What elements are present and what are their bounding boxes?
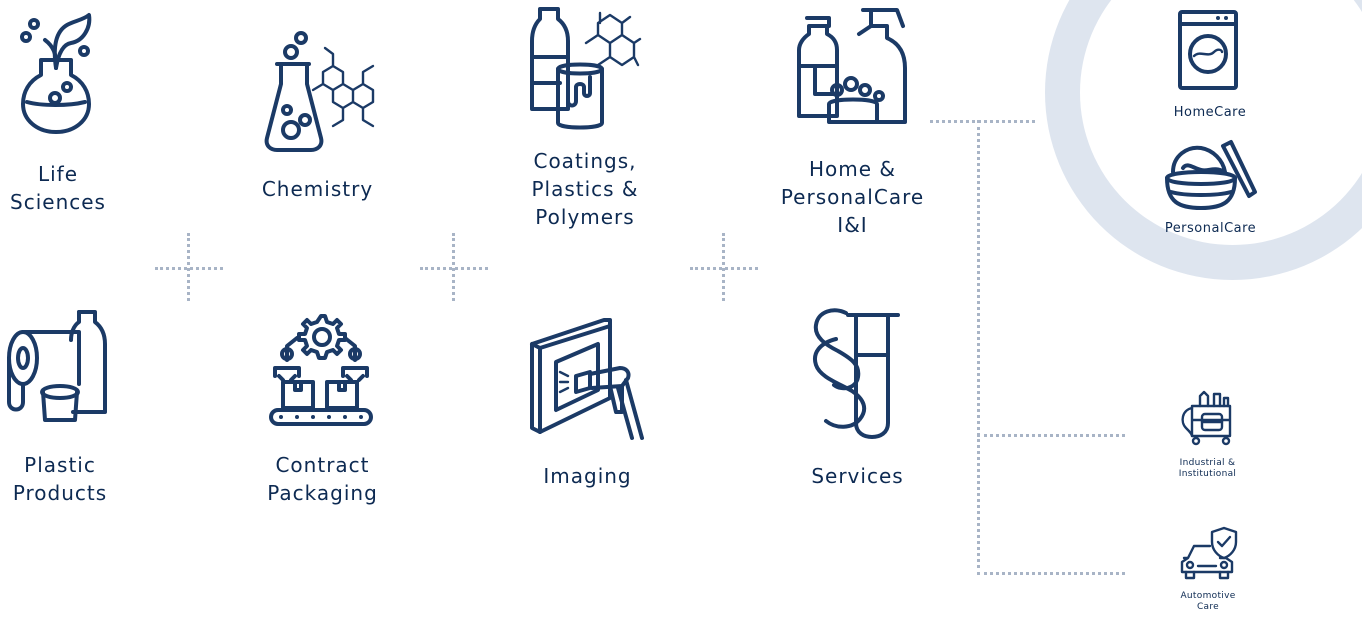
- plastic-rolls-icon: [5, 310, 110, 425]
- flask-leaf-icon: [17, 10, 95, 135]
- car-shield-icon: [1180, 526, 1238, 580]
- spray-gun-frame-icon: [530, 318, 645, 440]
- bottle-paint-can-icon: [528, 5, 642, 130]
- conveyor-robot-icon: [267, 310, 375, 428]
- cleaning-cart-icon: [1178, 388, 1234, 446]
- subsegment-label: PersonalCare: [1164, 221, 1257, 236]
- beaker-molecule-icon: [264, 31, 377, 152]
- subsegment-label: HomeCare: [1173, 105, 1247, 120]
- segment-label: Coatings,Plastics &Polymers: [531, 149, 639, 229]
- segment-label: Services: [811, 464, 904, 488]
- segment-label: Chemistry: [261, 177, 374, 201]
- cream-jar-icon: [1165, 140, 1257, 210]
- paragraph-test-tube-icon: [808, 305, 903, 440]
- segment-label: Imaging: [543, 464, 632, 488]
- subsegment-label: Industrial &Institutional: [1178, 458, 1237, 479]
- cleaning-products-icon: [797, 8, 907, 126]
- washing-machine-icon: [1178, 10, 1240, 90]
